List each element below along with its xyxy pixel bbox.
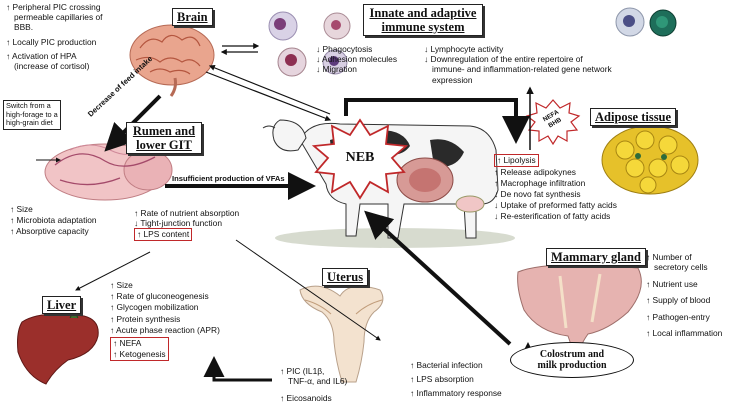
arrow-neb-brain	[208, 64, 331, 115]
arrows	[36, 43, 539, 382]
brain-effects: ↑ Peripheral PIC crossing permeable capi…	[6, 2, 102, 71]
arrow-neb-adipose	[344, 98, 530, 144]
uterus-title: Uterus	[322, 268, 369, 286]
brain-title: Brain	[172, 8, 213, 26]
rumen-effect: ↑ Absorptive capacity	[10, 226, 89, 236]
uterus-pic: ↑ PIC (IL1β, TNF-α, and IL6)	[280, 366, 347, 386]
liver-effect: ↑ Acute phase reaction (APR)	[110, 324, 220, 335]
nefa-bhb-burst	[525, 99, 581, 146]
adipose-effect: ↓ Uptake of preformed fatty acids	[494, 199, 617, 210]
immune-left-effects: ↓ Phagocytosis ↓ Adhesion molecules ↓ Mi…	[316, 44, 397, 75]
note-line: high-grain diet	[6, 118, 53, 128]
liver-ketogenesis: ↑ Ketogenesis	[113, 349, 166, 360]
immune-effect: ↓ Adhesion molecules	[316, 54, 398, 65]
rumen-illustration	[44, 143, 173, 201]
immune-effect: ↓ Downregulation of the entire repertoir…	[424, 54, 583, 65]
mammary-effect: ↑ Pathogen-entry	[646, 311, 710, 322]
liver-effect: ↑ Glycogen mobilization	[110, 302, 199, 313]
mammary-illustration	[517, 264, 642, 357]
brain-illustration	[129, 24, 215, 97]
adipose-illustration	[601, 125, 699, 195]
vfa-label: Insufficient production of VFAs	[172, 174, 285, 183]
arrow-uterus-liver	[203, 356, 272, 382]
brain-effect: ↑ Locally PIC production	[6, 36, 97, 47]
arrow-lps-liver	[75, 251, 151, 291]
neb-label: NEB	[345, 150, 375, 165]
uterus-pic-line: ↑ PIC (IL1β,	[280, 366, 325, 376]
adipose-title: Adipose tissue	[590, 108, 677, 126]
adipose-effect: ↓ Re-esterification of fatty acids	[494, 210, 611, 221]
brain-effect: (increase of cortisol)	[14, 61, 90, 72]
mammary-effect: ↑ Nutrient use	[646, 278, 698, 289]
uterus-effect: ↑ LPS absorption	[410, 374, 474, 384]
note-line: high-forage to a	[6, 109, 58, 119]
mammary-effect: secretory cells	[654, 262, 708, 273]
liver-effect: ↑ Size	[110, 280, 133, 290]
adipose-effect: ↑ Release adipokynes	[494, 166, 576, 177]
liver-nefa: ↑ NEFA	[113, 338, 142, 349]
arrow-brain-neb	[205, 71, 332, 122]
immune-effect: expression	[432, 74, 473, 85]
uterus-effect: ↑ Bacterial infection	[410, 360, 483, 370]
adipose-effect: ↑ Macrophage infiltration	[494, 177, 586, 188]
brain-effect: permeable capillaries of	[14, 12, 103, 23]
liver-effect: ↑ Protein synthesis	[110, 313, 181, 324]
diet-switch-note: Switch from a high-forage to a high-grai…	[3, 100, 61, 130]
colostrum-line: milk production	[537, 360, 607, 371]
lipolysis: ↑ Lipolysis	[494, 154, 539, 167]
immune-title: Innate and adaptive immune system	[363, 4, 483, 36]
mammary-effect: ↑ Local inflammation	[646, 328, 723, 339]
rumen-effect: ↑ Size	[10, 204, 33, 214]
gut-effect: ↑ Rate of nutrient absorption	[134, 208, 240, 218]
arrow-milk-neb	[364, 210, 512, 346]
uterus-pic-line: TNF-α, and IL6)	[288, 376, 348, 387]
uterus-effect: ↑ Inflammatory response	[410, 388, 502, 398]
colostrum-line: Colostrum and	[539, 349, 605, 360]
immune-effect: immune- and inflammation-related gene ne…	[432, 64, 612, 75]
mammary-effects: ↑ Number of secretory cells ↑ Nutrient u…	[646, 252, 722, 338]
mammary-effect: ↑ Number of	[646, 252, 692, 262]
liver-effects: ↑ Size ↑ Rate of gluconeogenesis ↑ Glyco…	[110, 280, 220, 362]
rumen-effect: ↑ Microbiota adaptation	[10, 215, 97, 225]
neb-burst	[311, 118, 409, 200]
arrow-brain-rumen	[104, 94, 162, 152]
rumen-effects: ↑ Size ↑ Microbiota adaptation ↑ Absorpt…	[10, 204, 97, 237]
mammary-title: Mammary gland	[546, 248, 646, 266]
adipose-effects: ↑ Lipolysis ↑ Release adipokynes ↑ Macro…	[494, 154, 617, 221]
mammary-effect: ↑ Supply of blood	[646, 295, 711, 306]
arrow-lps-uterus	[235, 239, 381, 341]
brain-effect: ↑ Activation of HPA	[6, 50, 77, 61]
liver-effect: ↑ Rate of gluconeogenesis	[110, 291, 209, 302]
uterus-eicosanoids: ↑ Eicosanoids	[280, 393, 332, 403]
immune-cells-illustration	[268, 7, 677, 77]
gut-effects: ↑ Rate of nutrient absorption ↓ Tight-ju…	[134, 208, 239, 241]
colostrum-milk-oval: Colostrum and milk production	[510, 342, 634, 378]
liver-illustration	[17, 308, 99, 385]
gut-effect: ↓ Tight-junction function	[134, 218, 222, 229]
brain-effect: ↑ Peripheral PIC crossing	[6, 2, 101, 12]
note-line: Switch from a	[6, 101, 51, 110]
immune-effect: ↓ Migration	[316, 64, 357, 75]
uterus-illustration	[299, 285, 384, 383]
adipose-effect: ↓ De novo fat synthesis	[494, 188, 581, 199]
brain-effect: BBB.	[14, 22, 34, 33]
immune-right-effects: ↓ Lymphocyte activity ↓ Downregulation o…	[424, 44, 612, 85]
uterus-effects: ↑ Bacterial infection ↑ LPS absorption ↑…	[410, 358, 502, 400]
rumen-title: Rumen and lower GIT	[126, 122, 202, 154]
lps-content: ↑ LPS content	[134, 228, 193, 241]
liver-title: Liver	[42, 296, 82, 314]
immune-effect: ↓ Phagocytosis	[316, 44, 373, 54]
immune-effect: ↓ Lymphocyte activity	[424, 44, 504, 54]
liver-highlighted: ↑ NEFA ↑ Ketogenesis	[110, 337, 169, 362]
